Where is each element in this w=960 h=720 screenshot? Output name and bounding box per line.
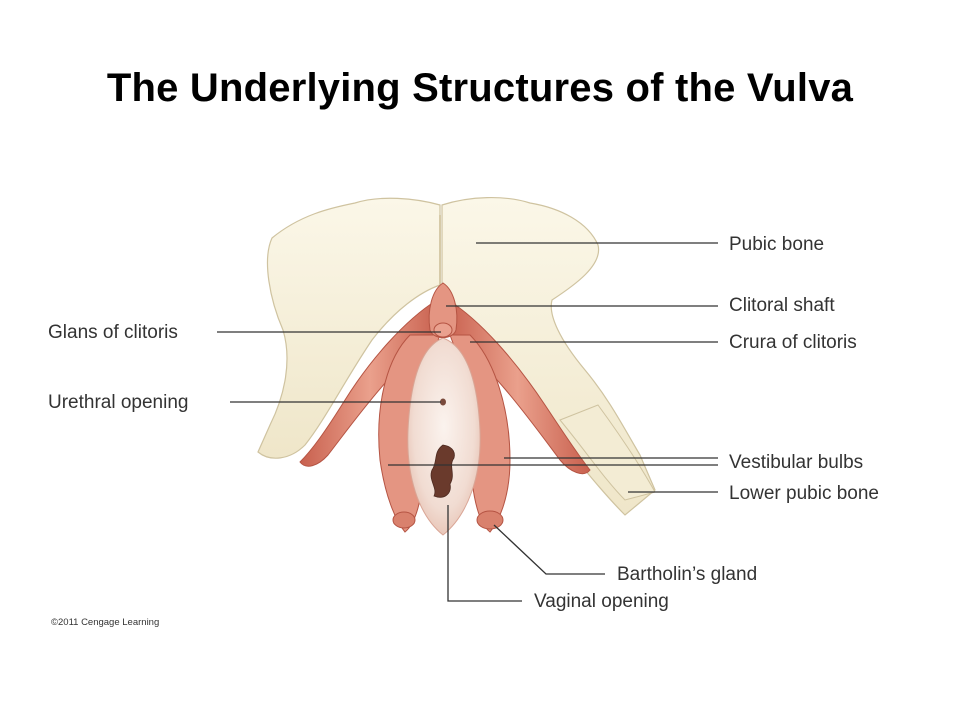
bartholins-gland-left — [392, 511, 416, 529]
label-glans-of-clitoris: Glans of clitoris — [48, 322, 178, 343]
copyright-notice: ©2011 Cengage Learning — [51, 617, 159, 628]
label-vaginal-opening: Vaginal opening — [534, 591, 669, 612]
vestibule — [407, 337, 481, 536]
bartholins-gland-right — [476, 510, 504, 530]
label-clitoral-shaft: Clitoral shaft — [729, 295, 835, 316]
crus-right — [444, 299, 591, 475]
label-bartholins-gland: Bartholin’s gland — [617, 564, 757, 585]
label-pubic-bone: Pubic bone — [729, 234, 824, 255]
pubic-bone-left — [257, 197, 441, 459]
label-lower-pubic-bone: Lower pubic bone — [729, 483, 879, 504]
glans-of-clitoris — [433, 322, 453, 338]
slide-title: The Underlying Structures of the Vulva — [106, 66, 854, 110]
leader-bartholins-gland — [493, 524, 605, 575]
urethral-opening — [440, 398, 446, 406]
label-vestibular-bulbs: Vestibular bulbs — [729, 452, 863, 473]
label-urethral-opening: Urethral opening — [48, 392, 188, 413]
label-crura-of-clitoris: Crura of clitoris — [729, 332, 857, 353]
leader-vaginal-opening — [447, 505, 522, 602]
vaginal-opening — [430, 444, 455, 498]
